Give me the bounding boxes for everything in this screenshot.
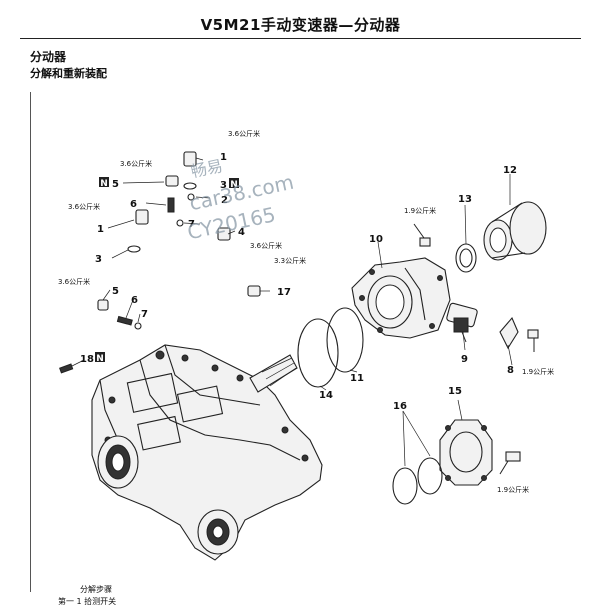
section-subtitle: 分解和重新装配 [30, 67, 107, 80]
gasket-16a [392, 467, 418, 505]
switch-parts [59, 151, 261, 374]
callout-15: 15 [448, 386, 462, 397]
o-ring-14 [297, 318, 339, 388]
callout-4: 4 [238, 227, 245, 238]
callout-labels: 1 5 3 6 2 7 1 4 3 5 6 7 17 18 10 12 13 9… [80, 152, 517, 412]
callout-17: 17 [277, 287, 291, 298]
rear-housing [351, 257, 451, 339]
n-badge-3: N [229, 178, 239, 190]
section-title: 分动器 [30, 50, 67, 64]
o-ring-11 [326, 307, 364, 373]
callout-18: 18 [80, 354, 94, 365]
n-badge-text: N [230, 180, 238, 190]
footer-cut-line: 第一 1 拾测开关 [58, 597, 117, 606]
callout-7-left: 7 [141, 309, 148, 320]
callout-14: 14 [319, 390, 333, 401]
torque-1-left: 3.6公斤米 [68, 202, 100, 211]
callout-6-top: 6 [130, 199, 137, 210]
torque-rear-top: 1.9公斤米 [404, 206, 436, 215]
torque-1-top: 3.6公斤米 [228, 129, 260, 138]
torque-5-left: 3.6公斤米 [58, 277, 90, 286]
callout-3-top: 3 [220, 180, 227, 191]
transfer-case-housing [91, 344, 323, 561]
torque-4: 3.6公斤米 [250, 241, 282, 250]
oil-seal-13 [455, 243, 477, 273]
n-badge-text: N [100, 179, 108, 189]
cover-15 [439, 419, 493, 486]
page-header-title: V5M21手动变速器—分动器 [200, 16, 401, 34]
n-badge-5: N [99, 177, 109, 189]
n-badge-text: N [96, 354, 104, 364]
callout-8: 8 [507, 365, 514, 376]
torque-5-top: 3.6公斤米 [120, 159, 152, 168]
callout-9: 9 [461, 354, 468, 365]
callout-6-left: 6 [131, 295, 138, 306]
callout-11: 11 [350, 373, 364, 384]
gasket-16b [417, 457, 443, 495]
callout-5-left: 5 [112, 286, 119, 297]
torque-clamp: 1.9公斤米 [522, 367, 554, 376]
callout-12: 12 [503, 165, 517, 176]
callout-1-left: 1 [97, 224, 104, 235]
callout-1-top: 1 [220, 152, 227, 163]
bolt-cover [505, 451, 521, 462]
callout-3-left: 3 [95, 254, 102, 265]
disassembly-steps-label: 分解步骤 [80, 585, 112, 594]
torque-17: 3.3公斤米 [274, 256, 306, 265]
n-badge-18: N [95, 352, 105, 364]
callout-16: 16 [393, 401, 407, 412]
torque-cover: 1.9公斤米 [497, 485, 529, 494]
torque-labels: 3.6公斤米 3.6公斤米 3.6公斤米 3.6公斤米 3.3公斤米 3.6公斤… [58, 129, 554, 494]
dust-boot-12 [483, 201, 547, 261]
callout-7-top: 7 [188, 219, 195, 230]
callout-13: 13 [458, 194, 472, 205]
bolt-rear-top [419, 237, 431, 247]
clamp-8 [499, 316, 519, 350]
leader-lines [71, 157, 513, 467]
header-divider [20, 38, 581, 39]
callout-2: 2 [221, 195, 228, 206]
bolt-8 [527, 329, 539, 339]
callout-10: 10 [369, 234, 383, 245]
speedometer-gear-9 [446, 302, 478, 343]
margin-rule [30, 92, 31, 592]
callout-5-top: 5 [112, 179, 119, 190]
